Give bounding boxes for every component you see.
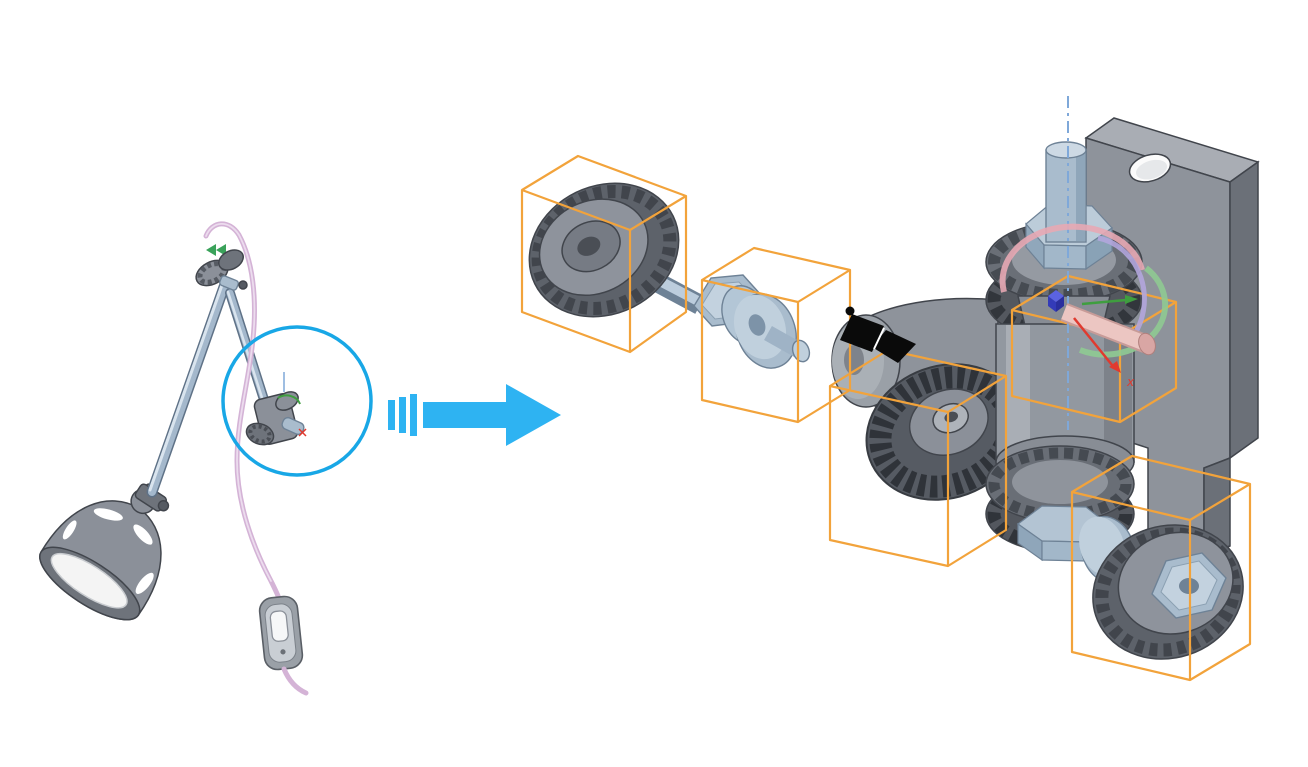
lamp-model[interactable] [30,221,309,696]
hex-facet-mid [1043,244,1087,270]
lamp-shade[interactable] [30,455,202,633]
speed-bar [410,394,417,436]
rod-highlight [148,283,224,492]
bbox-bevel-gear [828,348,1008,568]
cylinder-shade [1076,151,1085,241]
exploded-assembly: x [507,96,1261,682]
bottom-knob-subassembly[interactable] [1072,506,1261,679]
lamp-mid-joint[interactable] [243,372,307,449]
cyl-highlight [1006,325,1030,461]
gizmo-ring-pink[interactable] [999,223,1145,293]
cube-side [1056,296,1064,312]
speed-bar [399,397,406,433]
arrow-shape [423,384,561,446]
camera-knob [845,306,855,316]
cylinder-top [1045,141,1087,159]
shade-clamp[interactable] [134,483,172,515]
handle-end [1138,332,1156,356]
gear-teeth [531,185,677,315]
speed-bar [388,400,395,430]
y-arrow-head [1125,295,1138,304]
shade-slot [62,520,77,540]
gizmo-handle-cylinder[interactable] [1060,303,1158,357]
cable-tail [281,666,309,696]
hole-inner-shade [1136,159,1168,180]
zoom-arrow [388,384,561,446]
camera-body [840,314,884,352]
clamp-bolt [157,499,170,512]
rod-body [226,289,270,410]
gizmo-ring-lavender[interactable] [1097,235,1147,340]
switch-rocker[interactable] [269,610,289,642]
gizmo-y-arrow[interactable] [1081,295,1138,306]
gear-bore [577,236,601,256]
top-knob-small [218,249,244,271]
bbox-knob [1070,454,1252,682]
mini-gizmo-x-mark [298,428,307,437]
knurled-gear [528,182,680,318]
shade-slot [133,524,153,545]
switch-pendant[interactable] [258,595,304,671]
green-clip-icon [206,244,226,256]
shade-slot [135,572,154,594]
joint-knob [245,422,275,446]
x-arrow-shaft [1073,317,1113,366]
switch-dot [280,649,286,655]
cube-front [1048,296,1056,312]
shade-slot [93,508,123,521]
joint-pin [281,416,305,436]
gizmo-origin-cube[interactable] [1048,290,1064,312]
camera-gap [873,327,885,350]
camera-lens-cone [872,330,916,363]
lamp-arm-lower[interactable] [146,281,230,498]
gizmo-x-arrow[interactable] [1073,317,1121,373]
rod-body [148,283,228,496]
shaft-stub [764,326,811,363]
plate-side-face [1229,160,1259,460]
mounting-hole [1128,153,1172,183]
mini-gizmo-ring [277,394,301,405]
lamp-bulb [50,552,128,609]
zoom-callout-circle [221,325,373,477]
y-arrow-shaft [1081,298,1127,306]
washer-bore [748,314,766,336]
top-joint-pin [218,275,240,291]
cyl-shadow [1104,325,1132,461]
handle-body [1061,305,1147,350]
gizmo[interactable]: x [999,96,1169,430]
x-arrow-head [1109,361,1121,373]
selection-bounding-boxes [520,154,1252,682]
camera-icon[interactable] [840,306,916,364]
bbox-gear [520,154,688,354]
top-joint-bolt [238,280,248,290]
power-cable-sheen [205,222,272,582]
lamp-top-joint[interactable] [192,244,248,291]
shaft-gear-subassembly[interactable] [507,159,813,377]
knob-knurl [248,424,272,444]
gizmo-x-label: x [1126,375,1135,389]
knurl-face [1012,460,1108,504]
x-mark-stroke [298,428,307,437]
